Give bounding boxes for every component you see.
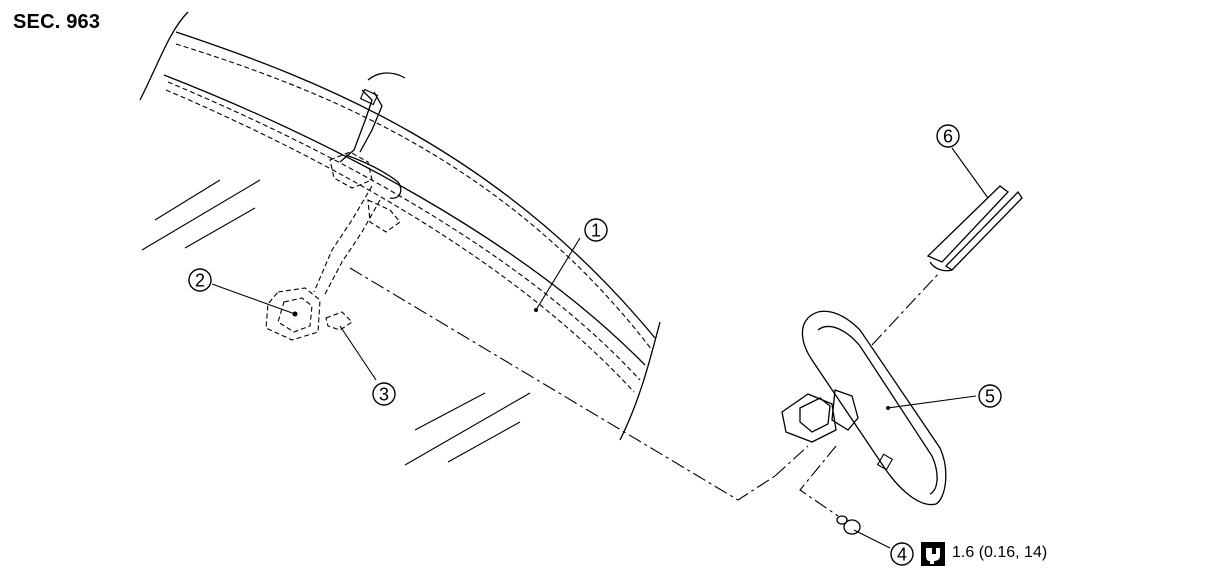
mirror-alignment-line xyxy=(349,267,776,501)
mirror-base-bracket xyxy=(265,287,321,341)
callout-4: 4 xyxy=(890,542,914,566)
mirror-mount-line xyxy=(774,445,809,477)
svg-text:1: 1 xyxy=(591,221,601,241)
callout-1: 1 xyxy=(584,218,608,242)
callout-2: 2 xyxy=(188,268,212,292)
mirror-harness-cover xyxy=(926,185,1023,272)
torque-value: 1.6 (0.16, 14) xyxy=(952,544,1048,561)
mirror-harness-upper xyxy=(329,72,406,233)
rearview-mirror xyxy=(781,310,947,506)
svg-text:6: 6 xyxy=(943,127,953,147)
harness-routing xyxy=(313,185,373,293)
cover-alignment-line xyxy=(871,271,941,346)
callout-5: 5 xyxy=(978,384,1002,408)
callout-3: 3 xyxy=(372,382,396,406)
svg-text:3: 3 xyxy=(379,385,389,405)
windshield-glass xyxy=(139,11,661,466)
callout-6: 6 xyxy=(936,124,960,148)
mirror-screw xyxy=(836,515,861,535)
section-label: SEC. 963 xyxy=(13,11,101,33)
svg-text:5: 5 xyxy=(985,387,995,407)
svg-text:4: 4 xyxy=(897,545,907,565)
svg-text:2: 2 xyxy=(195,271,205,291)
mirror-clip xyxy=(325,311,353,331)
torque-wrench-icon xyxy=(921,542,945,566)
leader-lines xyxy=(211,147,989,549)
screw-alignment-line xyxy=(799,445,839,517)
